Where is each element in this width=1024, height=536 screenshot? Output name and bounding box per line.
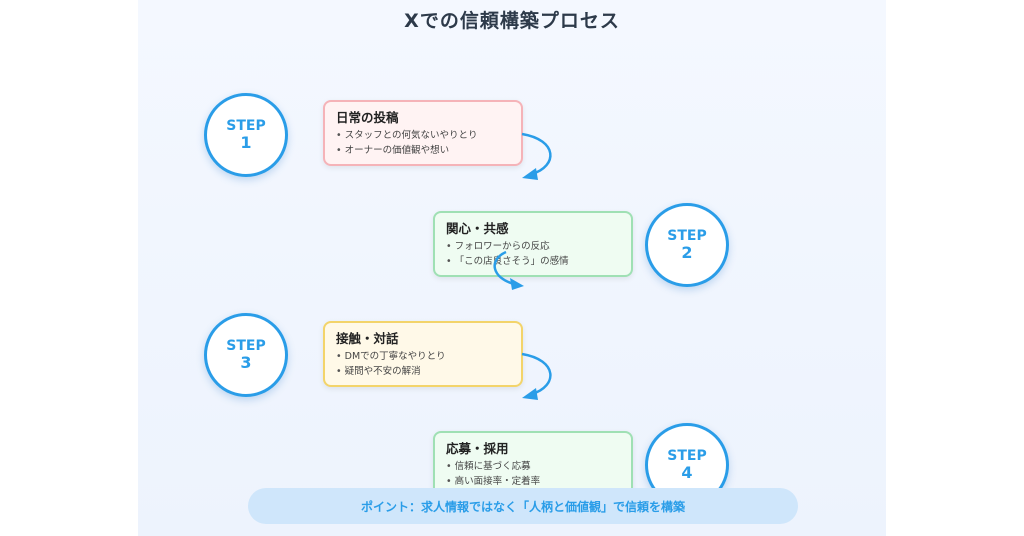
curved-arrow-icon <box>521 352 552 400</box>
step-4-title: 応募・採用 <box>446 441 509 456</box>
step-1-number: 1 <box>240 133 252 152</box>
step-3-title: 接触・対話 <box>336 331 399 346</box>
step-2-number: 2 <box>681 243 693 262</box>
step-4-label: STEP <box>667 448 707 464</box>
step-3-badge: STEP 3 <box>204 313 288 397</box>
step-2-item: 「この店良さそう」の感情 <box>446 254 620 269</box>
step-1-badge: STEP 1 <box>204 93 288 177</box>
step-2-badge: STEP 2 <box>645 203 729 287</box>
step-2-title: 関心・共感 <box>446 221 509 236</box>
step-1-title: 日常の投稿 <box>336 110 399 125</box>
step-1-label: STEP <box>226 118 266 134</box>
curved-arrow-icon <box>521 132 552 180</box>
step-1-item: オーナーの価値観や想い <box>336 143 510 158</box>
step-3-number: 3 <box>240 353 252 372</box>
step-4-card: 応募・採用 信頼に基づく応募 高い面接率・定着率 <box>433 431 633 497</box>
step-2-item: フォロワーからの反応 <box>446 239 620 254</box>
step-2-card: 関心・共感 フォロワーからの反応 「この店良さそう」の感情 <box>433 211 633 277</box>
step-2-label: STEP <box>667 228 707 244</box>
step-4-number: 4 <box>681 463 693 482</box>
step-3-item: 疑問や不安の解消 <box>336 364 510 379</box>
step-3-label: STEP <box>226 338 266 354</box>
step-3-item: DMでの丁寧なやりとり <box>336 349 510 364</box>
curved-arrow-icon <box>493 250 524 290</box>
point-note-text: ポイント：求人情報ではなく「人柄と価値観」で信頼を構築 <box>360 499 685 514</box>
step-3-card: 接触・対話 DMでの丁寧なやりとり 疑問や不安の解消 <box>323 321 523 387</box>
step-4-item: 高い面接率・定着率 <box>446 474 620 489</box>
step-4-item: 信頼に基づく応募 <box>446 459 620 474</box>
diagram-title: Xでの信頼構築プロセス <box>404 10 620 32</box>
step-1-card: 日常の投稿 スタッフとの何気ないやりとり オーナーの価値観や想い <box>323 100 523 166</box>
point-note: ポイント：求人情報ではなく「人柄と価値観」で信頼を構築 <box>248 488 798 524</box>
step-1-item: スタッフとの何気ないやりとり <box>336 128 510 143</box>
